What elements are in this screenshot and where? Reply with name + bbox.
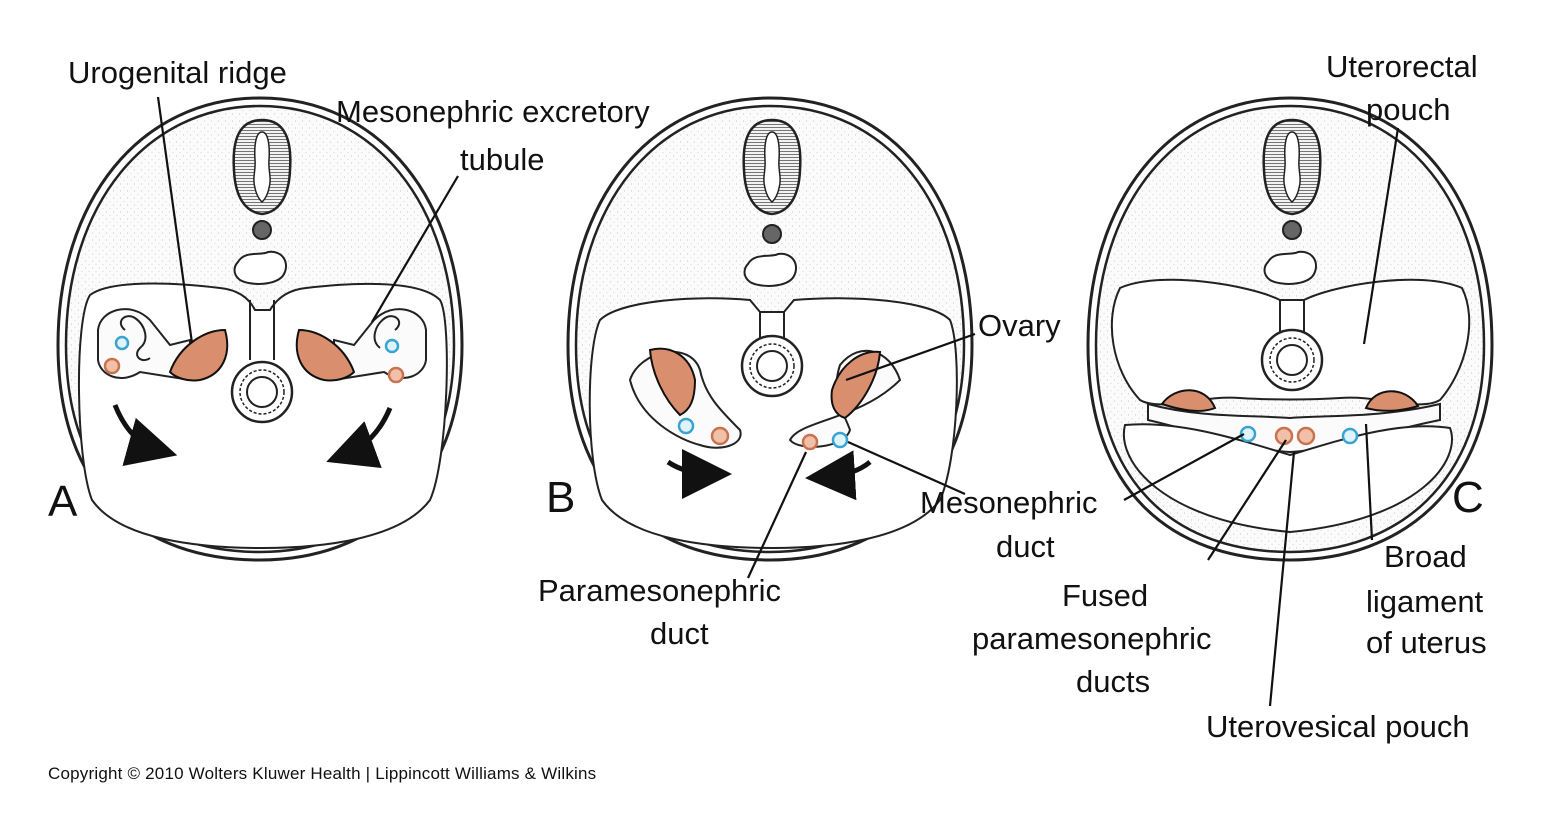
label-broad-line3: of uterus	[1366, 625, 1487, 660]
label-mesonephric-duct-line1: Mesonephric	[920, 485, 1097, 520]
labels: Urogenital ridge Mesonephric excretory t…	[68, 49, 1487, 744]
leader-lines	[156, 96, 1400, 707]
label-paramesonephric-line2: duct	[650, 616, 709, 651]
label-paramesonephric-line1: Paramesonephric	[538, 573, 781, 608]
ovary-right	[1364, 390, 1420, 412]
neural-tube	[232, 118, 292, 216]
label-broad-line2: ligament	[1366, 584, 1484, 619]
label-fused-line1: Fused	[1062, 578, 1148, 613]
panel-b: B	[546, 96, 974, 562]
panel-c: C	[1086, 96, 1494, 562]
ovary-right	[830, 350, 882, 420]
label-uterorectal-line2: pouch	[1366, 92, 1450, 127]
panel-letter-a: A	[48, 477, 78, 526]
label-mesonephric-excretory-line1: Mesonephric excretory	[336, 94, 650, 129]
label-mesonephric-excretory-line2: tubule	[460, 142, 544, 177]
panel-letter-b: B	[546, 473, 575, 522]
ovary-left	[648, 347, 697, 417]
label-ovary: Ovary	[978, 308, 1061, 343]
ovary-left	[1160, 389, 1217, 412]
label-fused-line3: ducts	[1076, 664, 1150, 699]
panel-letter-c: C	[1452, 473, 1484, 522]
label-uterorectal-line1: Uterorectal	[1326, 49, 1478, 84]
panel-a: A	[48, 96, 464, 562]
ovary-right	[295, 328, 356, 382]
label-urogenital-ridge: Urogenital ridge	[68, 55, 287, 90]
copyright-notice: Copyright © 2010 Wolters Kluwer Health |…	[48, 764, 597, 783]
label-fused-line2: paramesonephric	[972, 621, 1212, 656]
label-mesonephric-duct-line2: duct	[996, 529, 1055, 564]
label-uterovesical: Uterovesical pouch	[1206, 709, 1470, 744]
notochord	[252, 220, 272, 240]
label-broad-line1: Broad	[1384, 539, 1467, 574]
